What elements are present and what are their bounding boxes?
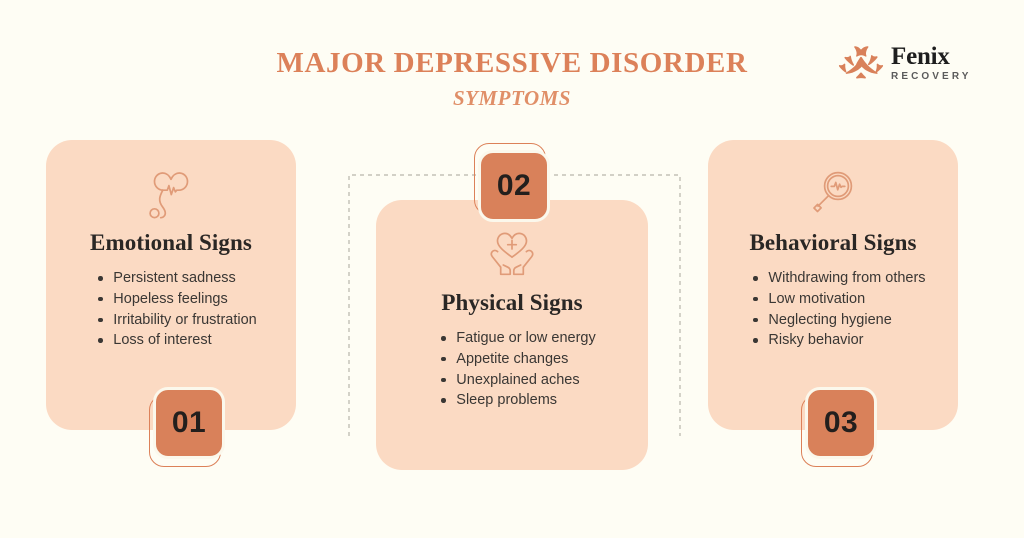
logo-text-group: Fenix RECOVERY	[891, 44, 972, 82]
list-item: Sleep problems	[440, 390, 595, 411]
list-item: Withdrawing from others	[752, 268, 926, 289]
card-physical-signs[interactable]: Physical Signs Fatigue or low energy App…	[376, 200, 648, 470]
card-heading: Behavioral Signs	[749, 230, 917, 255]
card-behavioral-signs[interactable]: Behavioral Signs Withdrawing from others…	[708, 140, 958, 430]
card-emotional-signs[interactable]: Emotional Signs Persistent sadness Hopel…	[46, 140, 296, 430]
badge-number: 01	[153, 387, 225, 459]
badge-number: 03	[805, 387, 877, 459]
connector-card1-to-card2	[348, 174, 478, 436]
symptom-list: Persistent sadness Hopeless feelings Irr…	[85, 268, 257, 351]
list-item: Persistent sadness	[97, 268, 256, 289]
step-badge-01[interactable]: 01	[149, 387, 225, 467]
hands-holding-heart-cross-icon	[396, 224, 628, 286]
brand-logo: Fenix RECOVERY	[838, 44, 972, 82]
heart-heartbeat-stethoscope-icon	[66, 164, 276, 226]
list-item: Loss of interest	[97, 330, 256, 351]
list-item: Unexplained aches	[440, 370, 595, 391]
card-content: Emotional Signs Persistent sadness Hopel…	[46, 140, 296, 430]
list-item: Hopeless feelings	[97, 289, 256, 310]
card-content: Physical Signs Fatigue or low energy App…	[376, 200, 648, 470]
symptom-list: Fatigue or low energy Appetite changes U…	[428, 328, 596, 411]
step-badge-03[interactable]: 03	[801, 387, 877, 467]
list-item: Fatigue or low energy	[440, 328, 596, 349]
logo-brand-name: Fenix	[891, 43, 950, 70]
magnifier-heartbeat-icon	[728, 164, 938, 226]
list-item: Neglecting hygiene	[752, 310, 925, 331]
symptom-list: Withdrawing from others Low motivation N…	[740, 268, 926, 351]
phoenix-bird-icon	[838, 45, 884, 81]
card-content: Behavioral Signs Withdrawing from others…	[708, 140, 958, 430]
logo-tagline: RECOVERY	[891, 71, 972, 82]
step-badge-02[interactable]: 02	[474, 143, 550, 222]
card-heading: Emotional Signs	[90, 230, 252, 255]
badge-number: 02	[478, 150, 550, 222]
list-item: Risky behavior	[752, 330, 925, 351]
list-item: Low motivation	[752, 289, 925, 310]
list-item: Irritability or frustration	[97, 310, 257, 331]
connector-card2-to-card3	[546, 174, 681, 436]
card-heading: Physical Signs	[441, 290, 583, 315]
list-item: Appetite changes	[440, 349, 595, 370]
